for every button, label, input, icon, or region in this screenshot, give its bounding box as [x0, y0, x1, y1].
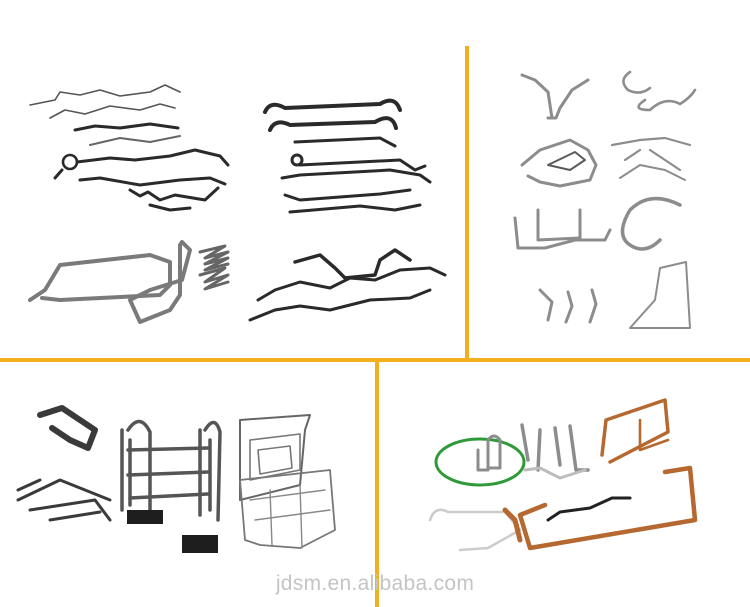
panel-bottom-left-racks — [16, 405, 336, 553]
divider-horizontal — [0, 358, 750, 362]
divider-vertical-top — [465, 46, 469, 358]
panel-top-right-wire-forms — [513, 70, 697, 329]
divider-vertical-bottom — [375, 362, 379, 607]
watermark-text: jdsm.en.alibaba.com — [275, 572, 475, 595]
panel-top-left-wire-forms — [28, 84, 447, 324]
